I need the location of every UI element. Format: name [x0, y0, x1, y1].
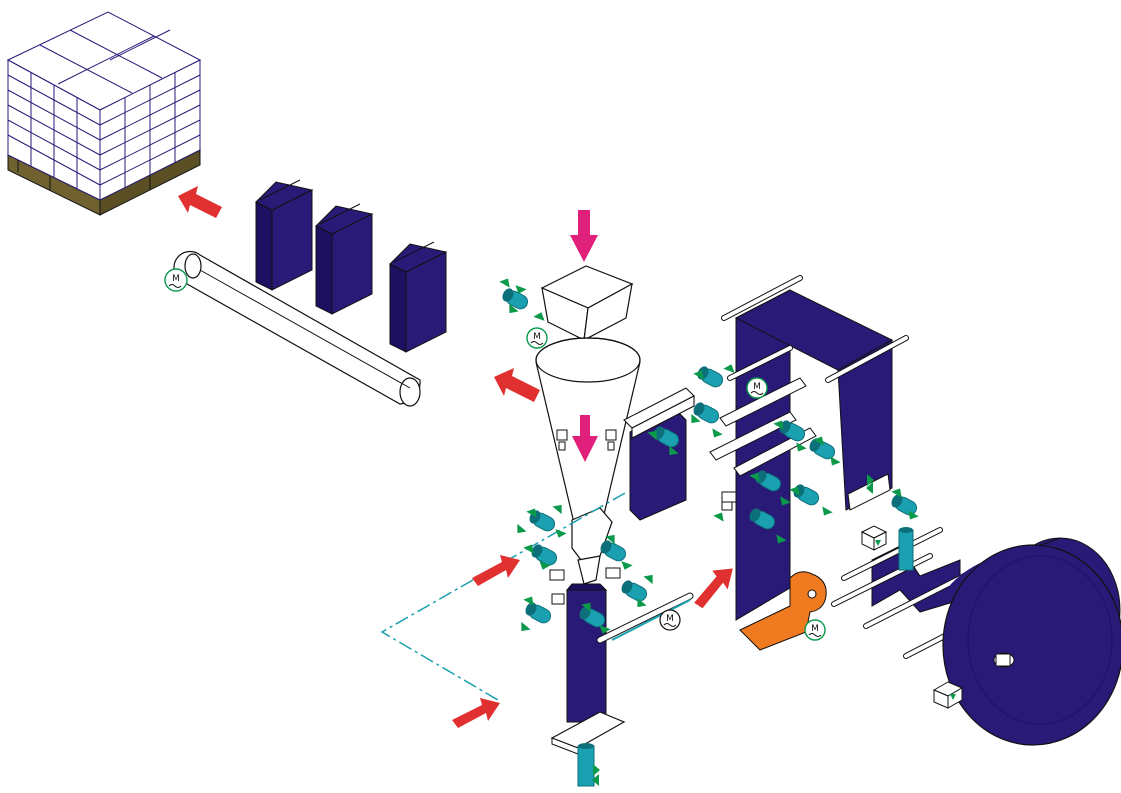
actuator-cylinder-vertical	[899, 527, 913, 570]
motor-label: M	[533, 332, 541, 342]
motion-arrow	[643, 571, 657, 584]
doser-motor-icon: M	[527, 328, 547, 348]
actuator-cylinder	[791, 482, 821, 507]
output-arrow-pallet	[178, 186, 222, 218]
motion-arrow	[499, 276, 513, 288]
level-sensor-left	[557, 430, 567, 450]
output-arrow-conveyor	[494, 368, 540, 402]
bag-sealing-station	[624, 388, 694, 520]
motion-arrow	[513, 524, 527, 537]
motion-arrow	[713, 510, 727, 522]
product-infeed-arrow	[570, 210, 598, 262]
pallet-stack	[8, 12, 200, 215]
level-sensor-right	[606, 430, 616, 450]
motion-arrow	[723, 362, 737, 373]
motion-arrow	[533, 310, 547, 321]
actuator-cylinder	[523, 600, 553, 625]
bag	[256, 180, 312, 290]
conveyor-motor-icon: M	[165, 269, 187, 291]
motor-label: M	[811, 624, 819, 634]
motor-label: M	[753, 382, 761, 392]
sealing-motor-icon: M	[660, 610, 680, 630]
motor-label: M	[172, 274, 180, 284]
sensor-box-roll	[934, 682, 962, 708]
film-reel	[940, 538, 1121, 745]
motion-arrow	[709, 428, 723, 440]
sensor-box-frame	[862, 526, 886, 550]
motor-label: M	[666, 614, 674, 624]
motion-arrow	[517, 622, 531, 635]
actuator-cylinder	[500, 286, 530, 311]
motion-arrow	[552, 501, 566, 514]
motion-arrow	[819, 506, 833, 518]
dosing-box	[542, 266, 632, 340]
actuator-cylinder	[619, 578, 649, 603]
actuator-cylinder	[889, 492, 919, 517]
discharge-actuator	[578, 743, 594, 786]
frame-motor-icon: M	[747, 378, 767, 398]
motion-arrow	[619, 561, 633, 572]
bag	[316, 204, 372, 314]
bag	[390, 242, 446, 352]
registration-motor-icon: M	[805, 620, 825, 640]
